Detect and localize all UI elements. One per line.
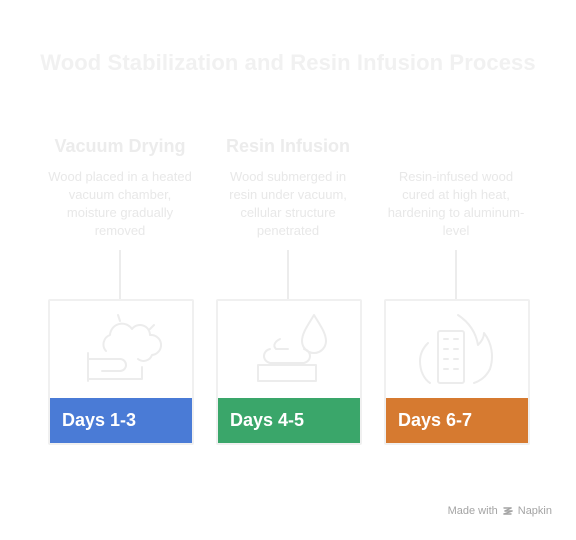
stage-description-resin-infusion: Wood submerged in resin under vacuum, ce…	[229, 169, 347, 238]
droplet-pile-icon	[257, 314, 327, 382]
connector-line	[455, 250, 457, 300]
made-with-label: Made with	[447, 505, 498, 517]
stage-heading-vacuum-drying: Vacuum Drying	[54, 136, 186, 156]
fire-building-icon	[419, 314, 493, 384]
connector-line	[287, 250, 289, 300]
stage-card-curing: Days 6-7	[384, 299, 530, 445]
napkin-logo-icon	[503, 507, 513, 515]
made-with-footer: Made with Napkin	[448, 505, 552, 517]
napkin-brand-label: Napkin	[517, 505, 552, 517]
connector-line	[119, 250, 121, 300]
stage-card-vacuum-drying: Days 1-3	[48, 299, 194, 445]
stage-card-resin-infusion: Days 4-5	[216, 299, 362, 445]
page-title: Wood Stabilization and Resin Infusion Pr…	[40, 50, 536, 75]
days-band-2: Days 4-5	[218, 398, 360, 443]
cloud-hand-icon	[87, 314, 162, 382]
days-band-3: Days 6-7	[386, 398, 528, 443]
stage-description-vacuum-drying: Wood placed in a heated vacuum chamber, …	[48, 169, 192, 238]
stage-description-curing: Resin-infused wood cured at high heat, h…	[387, 169, 525, 238]
days-band-1: Days 1-3	[50, 398, 192, 443]
stage-heading-resin-infusion: Resin Infusion	[225, 136, 350, 156]
